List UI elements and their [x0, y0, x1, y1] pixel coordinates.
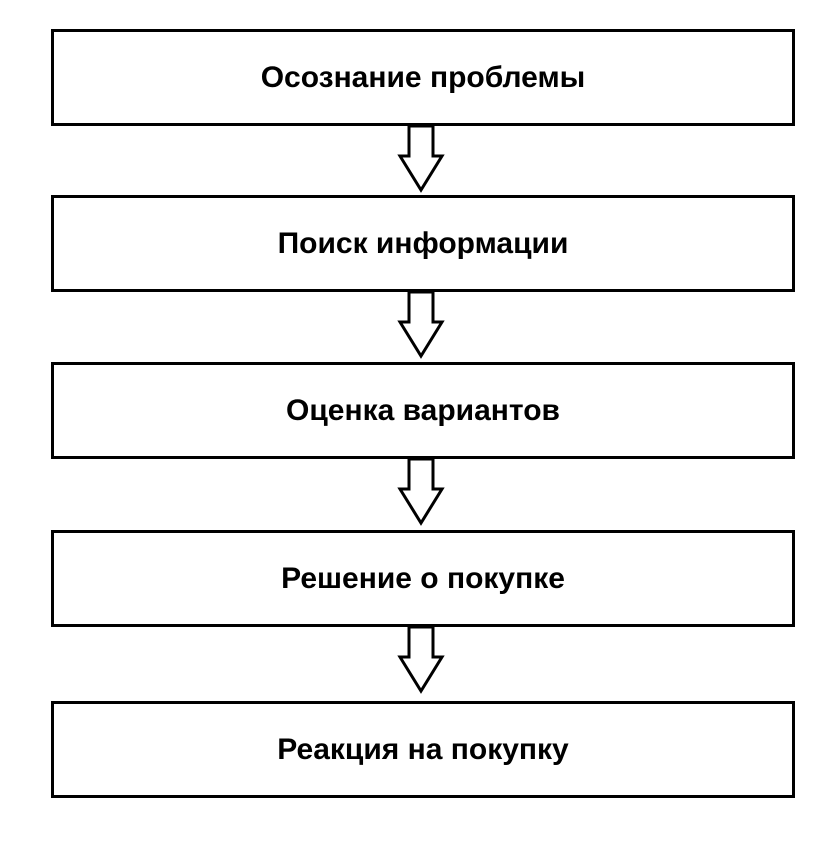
down-arrow-icon	[397, 627, 445, 694]
step-box-post-purchase-reaction: Реакция на покупку	[51, 701, 795, 798]
step-label: Поиск информации	[277, 226, 569, 260]
step-label: Оценка вариантов	[286, 393, 560, 427]
step-label: Решение о покупке	[281, 561, 565, 595]
step-label: Осознание проблемы	[260, 60, 586, 94]
down-arrow-icon	[397, 459, 445, 526]
down-arrow-icon	[397, 126, 445, 193]
down-arrow-icon	[397, 292, 445, 359]
step-box-evaluation-of-alternatives: Оценка вариантов	[51, 362, 795, 459]
step-label: Реакция на покупку	[277, 732, 569, 766]
step-box-problem-recognition: Осознание проблемы	[51, 29, 795, 126]
step-box-information-search: Поиск информации	[51, 195, 795, 292]
step-box-purchase-decision: Решение о покупке	[51, 530, 795, 627]
